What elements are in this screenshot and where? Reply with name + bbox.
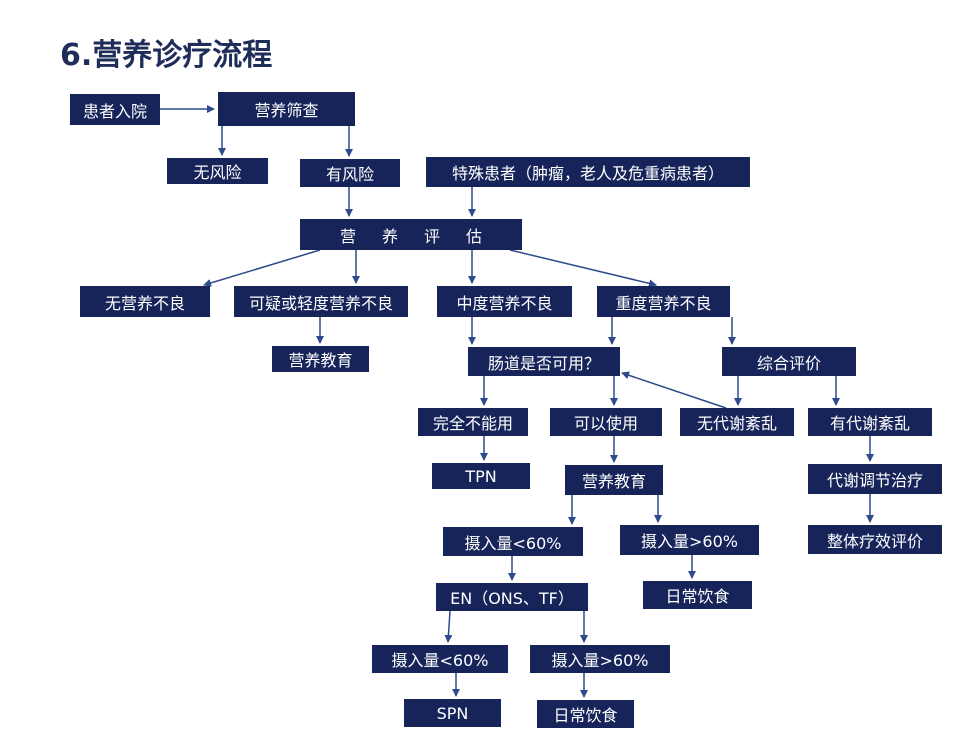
arrow-en-lt60 (444, 610, 453, 643)
node-nutrition-screening: 营养筛查 (218, 92, 355, 126)
node-has-risk: 有风险 (300, 159, 400, 187)
arrow-assessment-severe (509, 249, 657, 288)
node-no-malnutrition: 无营养不良 (80, 286, 210, 317)
node-moderate-malnutrition: 中度营养不良 (437, 286, 572, 317)
node-no-risk: 无风险 (167, 158, 268, 184)
node-patient-admission: 患者入院 (70, 94, 160, 125)
node-has-metabolic-disorder: 有代谢紊乱 (808, 408, 932, 436)
node-nutrition-education-2: 营养教育 (565, 465, 663, 495)
node-intake-lt60-1: 摄入量<60% (443, 527, 583, 556)
node-gut-usable-question: 肠道是否可用？ (468, 347, 620, 376)
node-overall-efficacy-evaluation: 整体疗效评价 (808, 525, 942, 554)
node-suspected-mild-malnutrition: 可疑或轻度营养不良 (234, 286, 408, 317)
node-no-metabolic-disorder: 无代谢紊乱 (680, 408, 794, 436)
node-tpn: TPN (432, 463, 530, 489)
node-completely-unusable: 完全不能用 (418, 408, 528, 436)
node-en-ons-tf: EN（ONS、TF） (436, 583, 588, 611)
node-daily-diet-1: 日常饮食 (643, 581, 752, 609)
node-intake-gt60-1: 摄入量>60% (620, 525, 759, 555)
node-intake-lt60-2: 摄入量<60% (372, 645, 508, 673)
node-daily-diet-2: 日常饮食 (537, 700, 634, 728)
node-spn: SPN (404, 699, 501, 727)
node-comprehensive-evaluation: 综合评价 (722, 347, 856, 376)
node-intake-gt60-2: 摄入量>60% (530, 645, 670, 673)
node-nutrition-education-1: 营养教育 (272, 346, 369, 372)
node-nutrition-assessment: 营养评估 (300, 219, 522, 250)
node-metabolic-regulation-therapy: 代谢调节治疗 (808, 464, 942, 494)
node-usable: 可以使用 (550, 408, 662, 436)
node-severe-malnutrition: 重度营养不良 (597, 286, 730, 317)
arrow-nometabolic-gut (621, 371, 727, 409)
arrow-assessment-none (203, 249, 321, 287)
page-title: 6.营养诊疗流程 (60, 38, 273, 73)
node-special-patients: 特殊患者（肿瘤，老人及危重病患者） (426, 157, 750, 187)
